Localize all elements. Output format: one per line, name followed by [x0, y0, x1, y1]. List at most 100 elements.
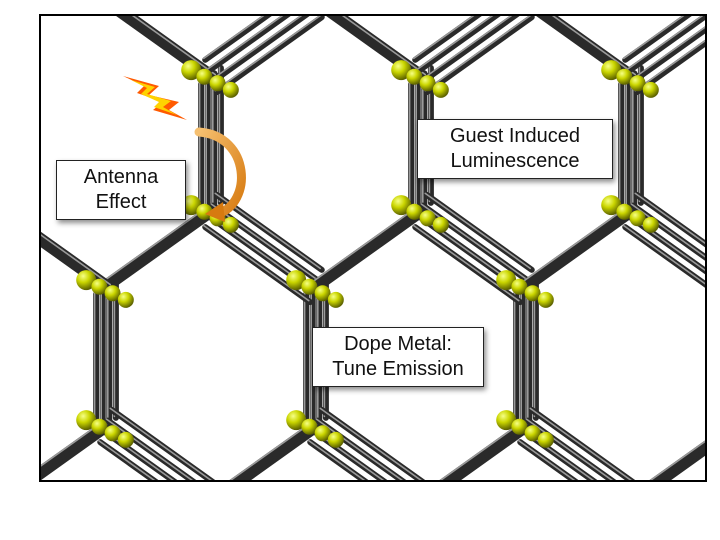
- linker-strand: [97, 439, 156, 480]
- linker-strand: [622, 224, 705, 285]
- linker-strand: [213, 16, 325, 96]
- linker-strand: [97, 208, 209, 290]
- linker-strand: [97, 208, 205, 286]
- linker-strand: [214, 16, 321, 92]
- linker-strand: [517, 439, 576, 480]
- linker-strand: [209, 16, 310, 85]
- linker-strand: [423, 16, 535, 96]
- mof-lattice-diagram: [41, 16, 705, 480]
- linker-strand: [206, 16, 284, 70]
- metal-node: [524, 285, 541, 302]
- linker-strand: [649, 440, 705, 480]
- metal-node: [511, 418, 528, 435]
- linker-strand: [420, 203, 528, 280]
- metal-node: [642, 81, 659, 98]
- linker-strand: [319, 407, 422, 480]
- linker-strand: [229, 423, 314, 480]
- dope-label-line2: Tune Emission: [332, 358, 464, 380]
- linker-strand: [210, 203, 318, 280]
- linker-strand: [307, 439, 369, 480]
- linker-strand: [41, 234, 112, 286]
- linker-strand: [420, 16, 513, 81]
- antenna-label-line2: Effect: [95, 191, 147, 213]
- metal-node: [419, 210, 436, 227]
- metal-node: [629, 75, 646, 92]
- metal-node: [301, 278, 318, 295]
- linker-strand: [649, 440, 705, 480]
- metal-node: [286, 270, 307, 291]
- metal-node: [327, 431, 344, 448]
- linker-strand: [315, 418, 404, 480]
- metal-node: [432, 216, 449, 233]
- lightning-bolt-icon: [123, 76, 187, 120]
- metal-node: [209, 75, 226, 92]
- metal-node: [76, 410, 97, 431]
- metal-node: [196, 68, 213, 85]
- guest-label-line1: Guest Induced: [449, 125, 581, 147]
- metal-node: [104, 425, 121, 442]
- linker-strand: [551, 16, 637, 76]
- metal-node: [222, 216, 239, 233]
- linker-strand: [412, 16, 475, 60]
- metal-node: [104, 285, 121, 302]
- metal-node: [432, 81, 449, 98]
- metal-node: [537, 431, 554, 448]
- guest-label-line2: Luminescence: [450, 150, 580, 172]
- linker-strand: [424, 192, 532, 270]
- linker-strand: [416, 16, 501, 74]
- metal-node: [181, 60, 202, 81]
- linker-strand: [105, 418, 194, 480]
- linker-strand: [439, 423, 524, 480]
- linker-strand: [529, 407, 632, 480]
- linker-strand: [412, 16, 482, 63]
- metal-node: [117, 291, 134, 308]
- metal-node: [601, 60, 622, 81]
- metal-node: [406, 203, 423, 220]
- guest-induced-luminescence-label: Guest Induced Luminescence: [417, 119, 613, 179]
- metal-node: [301, 418, 318, 435]
- linker-strand: [229, 423, 310, 480]
- dope-metal-label: Dope Metal: Tune Emission: [312, 327, 484, 387]
- metal-node: [391, 60, 412, 81]
- linker-strand: [525, 418, 614, 480]
- linker-strand: [307, 208, 415, 286]
- metal-node: [601, 195, 622, 216]
- metal-node: [391, 195, 412, 216]
- metal-node: [91, 418, 108, 435]
- metal-node: [76, 270, 97, 291]
- linker-strand: [630, 26, 705, 81]
- linker-strand: [341, 16, 427, 76]
- linker-strand: [629, 26, 705, 85]
- linker-strand: [307, 208, 419, 290]
- metal-node: [406, 68, 423, 85]
- linker-strand: [634, 39, 705, 92]
- metal-node: [181, 195, 202, 216]
- metal-node: [117, 431, 134, 448]
- figure-frame: Antenna Effect Guest Induced Luminescenc…: [39, 14, 707, 482]
- metal-nodes: [76, 60, 659, 448]
- linker-strand: [210, 16, 303, 81]
- linker-strand: [626, 16, 704, 70]
- linker-strand: [307, 439, 366, 480]
- metal-node: [496, 270, 517, 291]
- linker-strand: [202, 16, 272, 63]
- metal-node: [616, 203, 633, 220]
- metal-node: [629, 210, 646, 227]
- linker-strand: [41, 423, 104, 473]
- linker-strand: [634, 192, 705, 245]
- metal-node: [537, 291, 554, 308]
- metal-node: [419, 75, 436, 92]
- antenna-label-line1: Antenna: [83, 166, 159, 188]
- metal-node: [616, 68, 633, 85]
- linker-strand: [419, 16, 520, 85]
- linker-strand: [622, 16, 685, 60]
- linker-strand: [424, 16, 531, 92]
- linker-strand: [41, 423, 100, 467]
- metal-node: [327, 291, 344, 308]
- metal-node: [496, 410, 517, 431]
- metal-node: [91, 278, 108, 295]
- linker-strand: [416, 16, 494, 70]
- metal-node: [314, 425, 331, 442]
- metal-node: [314, 285, 331, 302]
- metal-node: [286, 410, 307, 431]
